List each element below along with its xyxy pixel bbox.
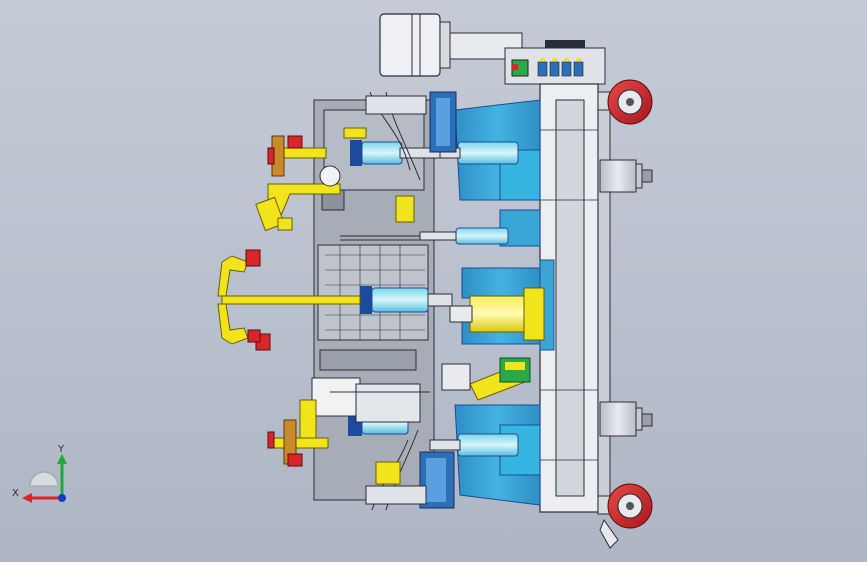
- leveling-foot-bottom: [599, 401, 653, 437]
- clamp-cylinder-yellow: [449, 287, 545, 341]
- motor-unit: [379, 13, 523, 77]
- orientation-triad: Y X: [12, 444, 67, 503]
- cylinder-top-left: [350, 140, 441, 166]
- swing-arm-lower: [441, 357, 531, 401]
- side-bracket-bottom: [419, 451, 455, 509]
- base-frame: [539, 83, 611, 513]
- caster-wheel-bottom: [597, 483, 653, 549]
- gripper-arm-center: [217, 249, 361, 351]
- cylinder-top-right: [437, 141, 519, 165]
- x-axis-label: X: [12, 488, 19, 499]
- clamp-block-lower: [299, 377, 421, 441]
- gripper-arm-lower: [267, 165, 341, 467]
- y-axis-label: Y: [57, 444, 65, 455]
- cylinder-bottom-right: [429, 433, 519, 457]
- cylinder-center: [360, 286, 453, 314]
- side-bracket-top: [429, 91, 457, 153]
- control-panel: [504, 40, 606, 85]
- valve-cluster-top: [343, 95, 427, 223]
- leveling-foot-top: [599, 159, 653, 193]
- gripper-arm-upper: [255, 135, 341, 232]
- caster-wheel-top: [597, 79, 653, 125]
- valve-cluster-bottom: [365, 461, 427, 505]
